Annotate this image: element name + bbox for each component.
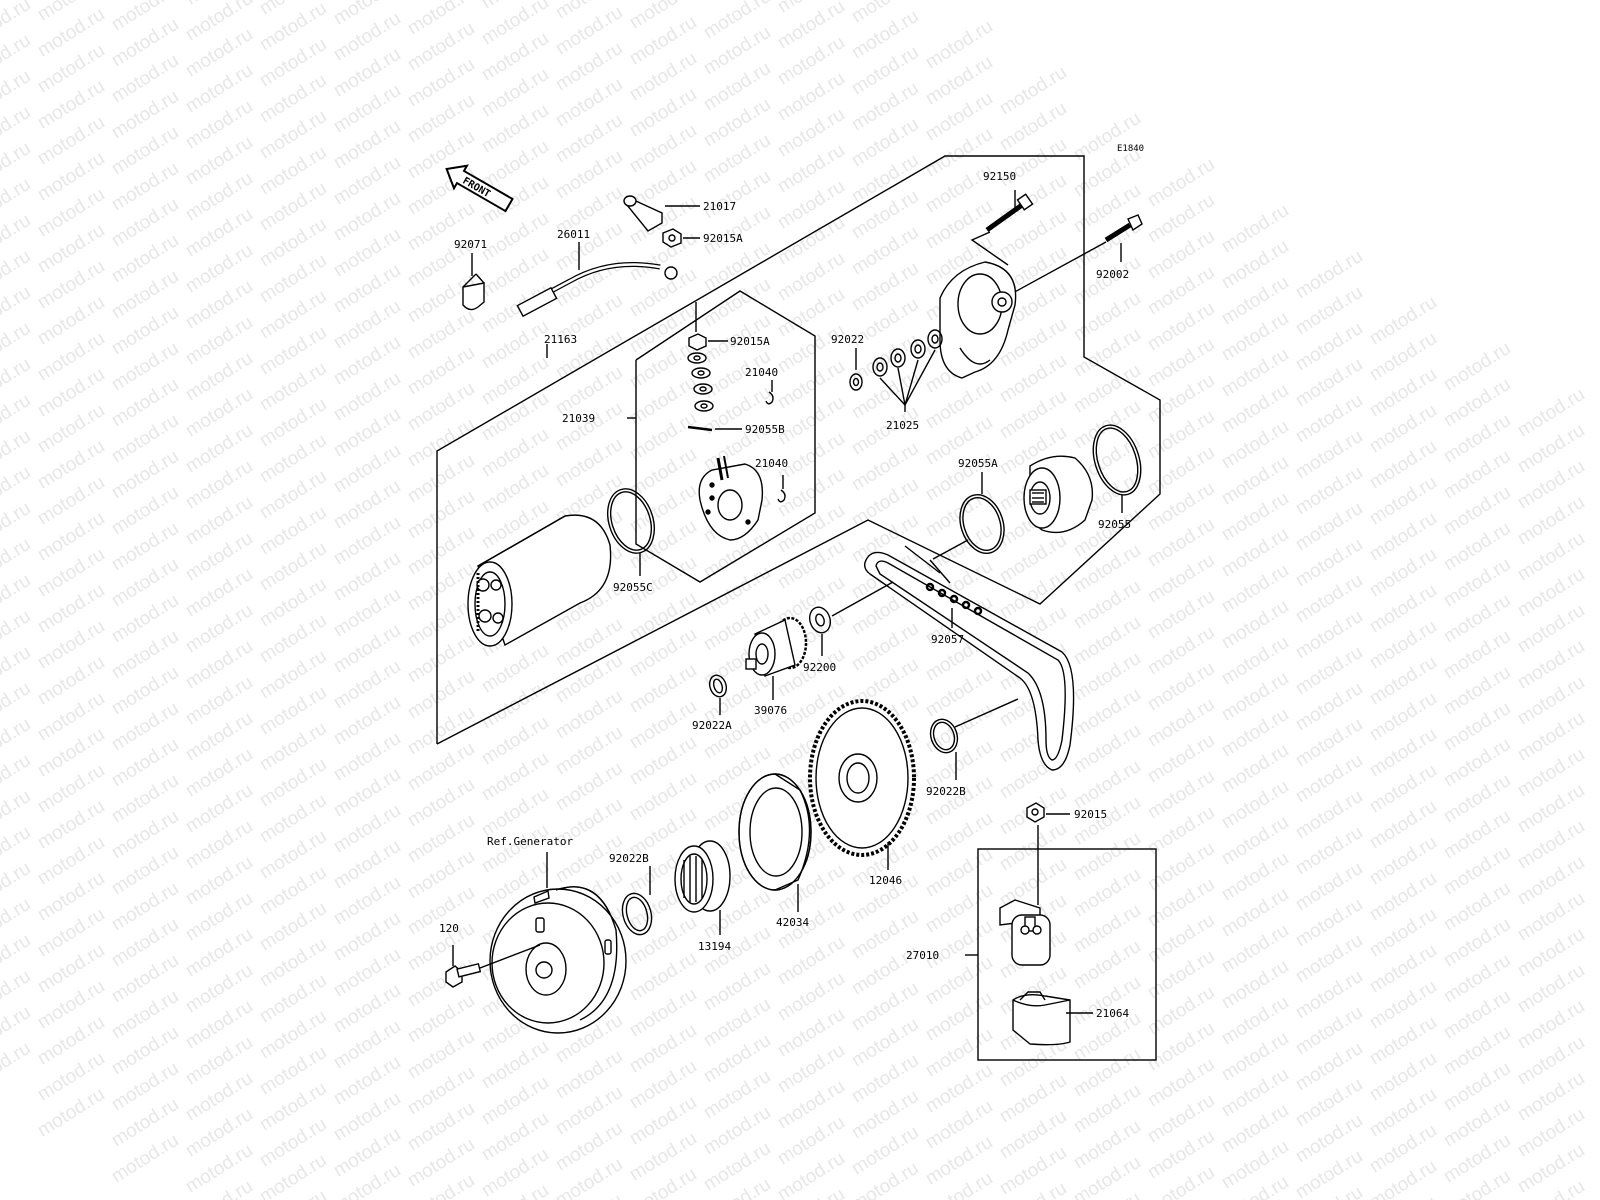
label-26011: 26011 — [557, 228, 590, 241]
nut-92015 — [1026, 802, 1070, 905]
nut-92015a-top — [662, 228, 700, 248]
label-12046: 12046 — [869, 874, 902, 887]
label-21040-a: 21040 — [745, 366, 778, 379]
brush-stack — [627, 302, 774, 432]
label-92055c: 92055C — [613, 581, 653, 594]
washer-92200 — [808, 581, 894, 656]
label-21040-b: 21040 — [755, 457, 788, 470]
brush-plate — [698, 455, 786, 541]
cap-21017 — [623, 195, 700, 232]
part-labels: E1840 92071 26011 21017 92015A 92150 920… — [439, 144, 1144, 1020]
motor-yoke — [467, 344, 612, 647]
washer-92022b-left — [621, 866, 653, 936]
label-92015: 92015 — [1074, 808, 1107, 821]
figure-code: E1840 — [1117, 144, 1144, 154]
label-92022: 92022 — [831, 333, 864, 346]
group-outline — [436, 155, 1161, 745]
washer-92022a — [708, 674, 728, 715]
pinion-housing — [932, 424, 1142, 560]
label-92150: 92150 — [983, 170, 1016, 183]
label-21064: 21064 — [1096, 1007, 1129, 1020]
chain-92057 — [863, 545, 1075, 771]
label-92015a: 92015A — [730, 335, 770, 348]
label-ref-generator: Ref.Generator — [487, 835, 573, 848]
bolt-120 — [445, 944, 541, 988]
gear-39076 — [745, 616, 808, 700]
label-42034: 42034 — [776, 916, 809, 929]
label-92200: 92200 — [803, 661, 836, 674]
end-cover — [939, 261, 1017, 379]
solenoid-27010 — [965, 899, 1051, 966]
front-arrow-icon: FRONT — [445, 164, 514, 213]
label-39076: 39076 — [754, 704, 787, 717]
brush-holder-outline — [635, 290, 816, 583]
label-92002: 92002 — [1096, 268, 1129, 281]
cable-26011 — [516, 242, 678, 318]
bolt-92150 — [970, 190, 1034, 266]
bolt-92002 — [999, 214, 1143, 301]
label-92071: 92071 — [454, 238, 487, 251]
label-21025: 21025 — [886, 419, 919, 432]
washers-21025 — [849, 329, 943, 412]
label-92022b-left: 92022B — [609, 852, 649, 865]
washer-92022b-right — [929, 698, 1019, 780]
label-13194: 13194 — [698, 940, 731, 953]
label-21163: 21163 — [544, 333, 577, 346]
bearing-13194 — [674, 840, 731, 935]
label-92022b-right: 92022B — [926, 785, 966, 798]
sprocket-12046 — [808, 699, 916, 870]
label-27010: 27010 — [906, 949, 939, 962]
label-92015a-top: 92015A — [703, 232, 743, 245]
label-92055b: 92055B — [745, 423, 785, 436]
clutch-42034 — [738, 773, 812, 912]
boot-92071 — [462, 253, 485, 311]
label-21017: 21017 — [703, 200, 736, 213]
label-92055a: 92055A — [958, 457, 998, 470]
label-21039: 21039 — [562, 412, 595, 425]
generator-rotor — [489, 852, 627, 1034]
label-92055: 92055 — [1098, 518, 1131, 531]
label-92057: 92057 — [931, 633, 964, 646]
oring-92055c — [607, 488, 655, 576]
cover-21064 — [1012, 991, 1093, 1046]
label-120: 120 — [439, 922, 459, 935]
label-92022a: 92022A — [692, 719, 732, 732]
